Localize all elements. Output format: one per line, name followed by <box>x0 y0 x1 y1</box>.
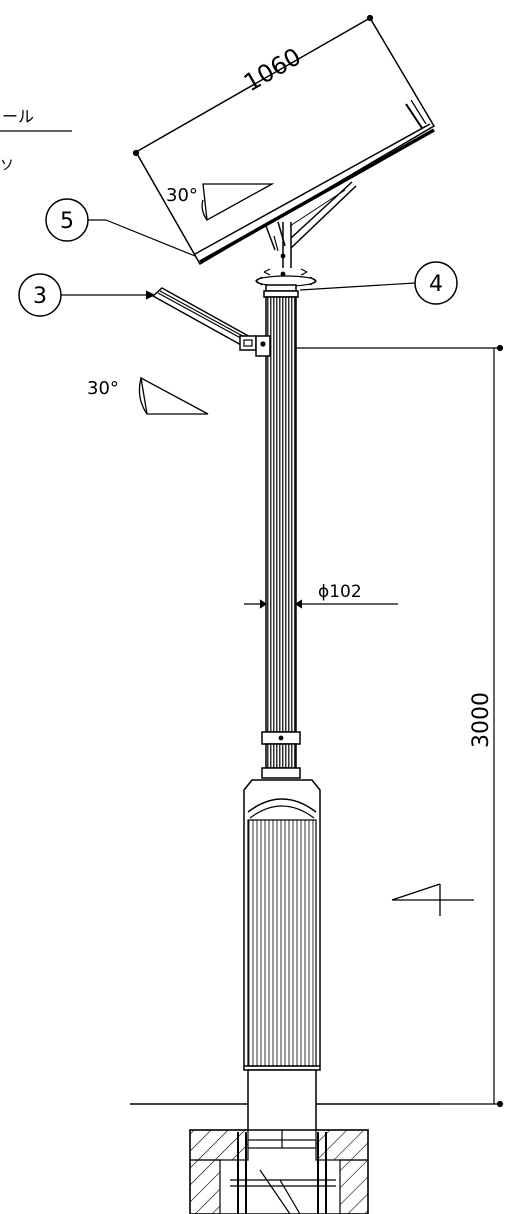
panel-angle-indicator: 30° <box>166 183 275 222</box>
partial-title-text: ール <box>2 107 34 126</box>
section-marker <box>391 883 474 916</box>
rotation-arrow <box>255 268 317 287</box>
foundation <box>189 1129 369 1214</box>
upper-pole <box>265 296 297 733</box>
height-dimension: 3000 <box>296 344 504 1108</box>
callout-5-label: 5 <box>60 209 74 234</box>
callout-3-label: 3 <box>33 284 47 309</box>
panel-angle-label: 30° <box>166 185 198 206</box>
panel-bracket <box>265 181 357 277</box>
base-housing <box>243 779 321 1071</box>
callout-3: 3 <box>18 273 156 317</box>
diameter-label: ϕ102 <box>318 582 362 602</box>
lamp-angle-label: 30° <box>87 378 119 399</box>
height-label: 3000 <box>469 692 494 748</box>
callout-4: 4 <box>299 261 458 305</box>
lamp-angle-indicator: 30° <box>87 376 209 415</box>
partial-mark-text: ソ <box>0 158 14 174</box>
lower-collar-pole <box>265 743 297 769</box>
callout-4-label: 4 <box>429 272 443 297</box>
callout-5: 5 <box>45 198 196 257</box>
diameter-dimension: ϕ102 <box>244 582 398 609</box>
partial-title-block: ール ソ <box>0 107 72 174</box>
led-lamp <box>151 287 271 357</box>
